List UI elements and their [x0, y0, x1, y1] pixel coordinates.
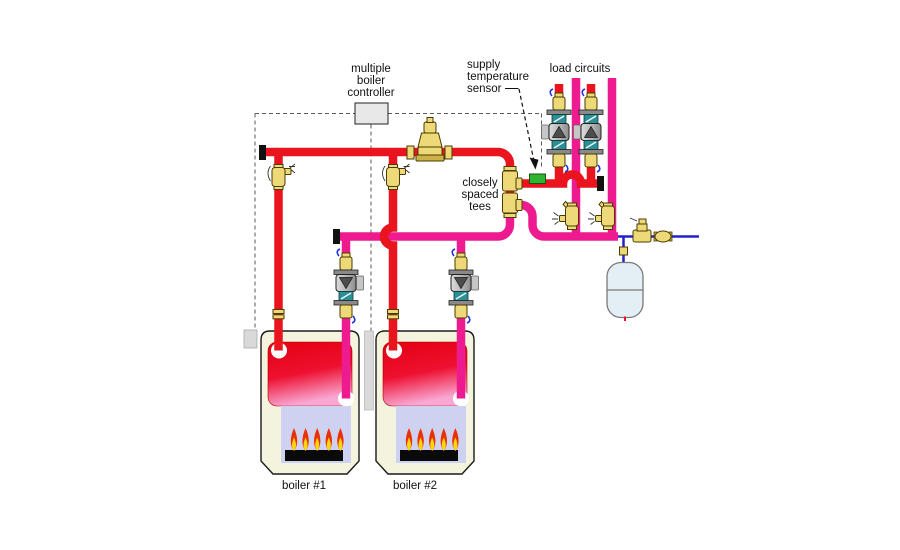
circulator-pump-boiler2: [448, 248, 479, 324]
boiler2-burner: [400, 450, 458, 461]
multiple-boiler-controller-box: [354, 102, 389, 125]
tank-union-fitting: [619, 246, 628, 256]
circulator-pump-boiler1: [333, 248, 364, 324]
sensor-label-line1: supply: [467, 59, 500, 71]
boiler-return-header: [339, 211, 515, 241]
load-header-end-cap: [597, 176, 604, 191]
circulator-pump-load2: [573, 88, 604, 173]
supply-header-end-cap: [259, 145, 266, 160]
boiler-2: [364, 330, 475, 475]
closely-spaced-tees: [502, 166, 523, 218]
header-bypass-valve: [406, 117, 453, 162]
load-circuits-label: load circuits: [550, 63, 611, 75]
supply-temperature-sensor: [529, 173, 546, 184]
boiler-supply-header: [264, 147, 515, 213]
boiler1-burner: [285, 450, 343, 461]
tees-label-line1: closely: [462, 177, 497, 189]
labels: multiple boiler controller supply temper…: [282, 59, 611, 492]
load-return-main: [517, 200, 618, 241]
boiler1-wiring-tab: [243, 329, 258, 349]
return-header-end-cap: [333, 229, 340, 244]
boiler2-supply-riser-with-hop: [379, 152, 398, 351]
pressure-reducing-valve: [629, 217, 652, 243]
controller-label-line2: boiler: [357, 75, 385, 87]
sensor-label-line3: sensor: [467, 83, 502, 95]
feed-ball-valve: [653, 230, 673, 243]
load2-return-valve: [588, 200, 615, 230]
controller-wiring: [254, 113, 542, 331]
makeup-water-line: [618, 217, 699, 263]
boiler2-label: boiler #2: [393, 480, 437, 492]
controller-label-line3: controller: [347, 87, 394, 99]
circulator-pump-load1: [541, 88, 572, 173]
expansion-tank: [606, 261, 644, 321]
boiler2-flames: [405, 428, 459, 451]
boiler2-purge-valve: [387, 309, 399, 320]
boiler1-flames: [290, 428, 344, 451]
sensor-label-arrow: [505, 88, 539, 170]
tees-label-line2: spaced: [461, 189, 498, 201]
boiler2-wiring-tab: [364, 330, 374, 411]
sensor-label-line2: temperature: [467, 71, 529, 83]
boiler2-isolation-valve: [382, 163, 410, 190]
tees-label-line3: tees: [469, 201, 491, 213]
boiler1-label: boiler #1: [282, 480, 326, 492]
load1-return-valve: [552, 200, 579, 230]
boiler1-isolation-valve: [267, 163, 296, 190]
controller-label-line1: multiple: [351, 63, 391, 75]
boiler1-purge-valve: [272, 309, 285, 320]
